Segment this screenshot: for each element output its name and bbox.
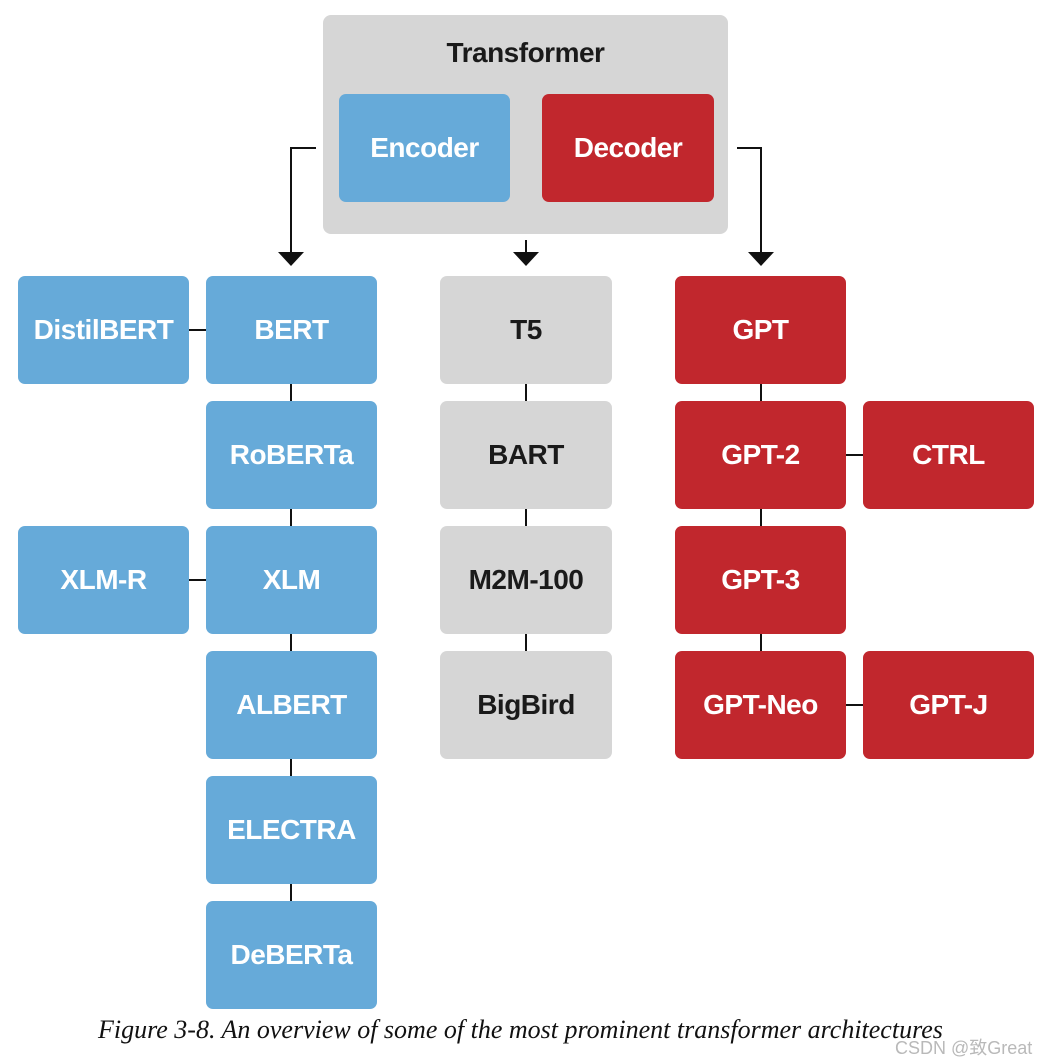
distilbert-node: DistilBERT [18,276,189,384]
bart-node: BART [440,401,612,509]
decoder-node: Decoder [542,94,714,202]
bigbird-node: BigBird [440,651,612,759]
decoder-branch-arrow-line [737,147,762,252]
roberta-node: RoBERTa [206,401,377,509]
bert-node: BERT [206,276,377,384]
decoder-branch-arrowhead [748,252,774,266]
gpt-j-node: GPT-J [863,651,1034,759]
gpt-node: GPT [675,276,846,384]
watermark: CSDN @致Great [895,1038,1033,1058]
deberta-node: DeBERTa [206,901,377,1009]
transformer-title: Transformer [446,37,605,68]
xlm-r-node: XLM-R [18,526,189,634]
encoder-branch-arrowhead [278,252,304,266]
t5-node: T5 [440,276,612,384]
gpt-3-node: GPT-3 [675,526,846,634]
gpt-neo-node: GPT-Neo [675,651,846,759]
encdec-branch-arrowhead [513,252,539,266]
albert-node: ALBERT [206,651,377,759]
electra-node: ELECTRA [206,776,377,884]
m2m-100-node: M2M-100 [440,526,612,634]
xlm-node: XLM [206,526,377,634]
figure-caption: Figure 3-8. An overview of some of the m… [98,1015,943,1044]
gpt-2-node: GPT-2 [675,401,846,509]
encoder-node: Encoder [339,94,510,202]
encoder-branch-arrow-line [290,147,316,252]
ctrl-node: CTRL [863,401,1034,509]
